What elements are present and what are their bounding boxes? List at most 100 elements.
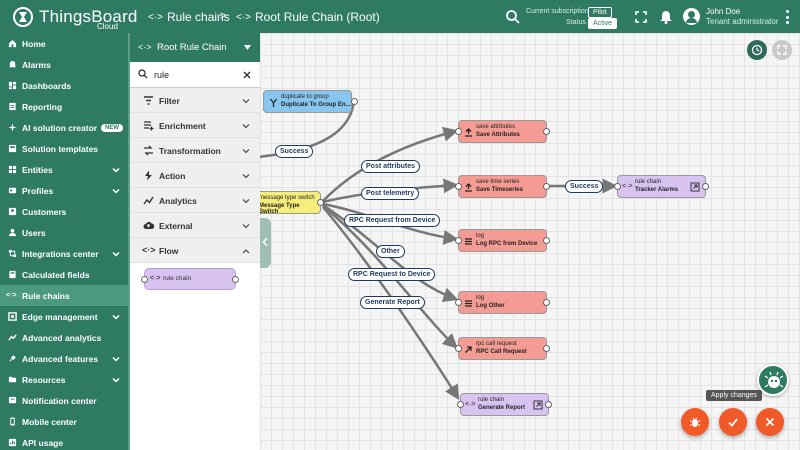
chevron-down-icon <box>242 149 250 154</box>
sidebar-item-api-usage[interactable]: API usage <box>0 432 128 450</box>
edge-label-success[interactable]: Success <box>275 145 314 158</box>
library-search-field[interactable]: rule <box>130 62 260 88</box>
version-history-button[interactable] <box>747 40 767 60</box>
open-in-new-icon[interactable] <box>533 400 543 410</box>
category-analytics[interactable]: Analytics <box>130 188 260 213</box>
sidebar-item-notification-center[interactable]: Notification center <box>0 390 128 411</box>
node-log-other[interactable]: log Log Other <box>455 291 550 314</box>
brand-sub: Cloud <box>97 22 118 31</box>
edge-label-other[interactable]: Other <box>376 245 405 258</box>
dropdown-arrow-icon[interactable] <box>244 45 251 50</box>
sidebar-item-edge-management[interactable]: Edge management <box>0 306 128 327</box>
canvas-fullscreen-button[interactable] <box>772 40 792 60</box>
clear-icon[interactable] <box>243 71 251 79</box>
sidebar-item-dashboards[interactable]: Dashboards <box>0 75 128 96</box>
sidebar-item-calculated-fields[interactable]: Calculated fields <box>0 264 128 285</box>
sidebar-item-rule-chains[interactable]: <·> Rule chains <box>0 285 128 306</box>
category-action[interactable]: Action <box>130 163 260 188</box>
output-handle[interactable] <box>543 345 550 352</box>
category-external[interactable]: External <box>130 213 260 238</box>
output-handle[interactable] <box>543 128 550 135</box>
debug-mode-button[interactable] <box>681 408 709 436</box>
apply-changes-button[interactable] <box>719 408 747 436</box>
chevron-down-icon <box>242 99 250 104</box>
sidebar-item-mobile-center[interactable]: Mobile center <box>0 411 128 432</box>
rule-chain-canvas[interactable]: duplicate to group Duplicate To Group En… <box>260 33 800 450</box>
category-flow[interactable]: <·> Flow <box>130 238 260 263</box>
sidebar-item-customers[interactable]: Customers <box>0 201 128 222</box>
sidebar-scrollbar[interactable] <box>128 33 130 450</box>
input-handle[interactable] <box>455 183 462 190</box>
category-label: Analytics <box>159 196 197 206</box>
output-handle[interactable] <box>543 183 550 190</box>
sidebar-item-home[interactable]: Home <box>0 33 128 54</box>
node-save-attributes[interactable]: save attributes Save Attributes <box>455 120 550 143</box>
chevron-down-icon <box>112 251 120 257</box>
category-enrichment[interactable]: Enrichment <box>130 113 260 138</box>
node-save-timeseries[interactable]: save time series Save Timeseries <box>455 175 550 198</box>
check-icon <box>728 418 738 427</box>
output-handle[interactable] <box>543 237 550 244</box>
category-label: Flow <box>159 246 179 256</box>
decline-changes-button[interactable] <box>756 408 784 436</box>
sidebar-item-ai-solution-creator[interactable]: AI solution creator NEW <box>0 117 128 138</box>
output-handle[interactable] <box>702 183 709 190</box>
sidebar-item-integrations-center[interactable]: Integrations center <box>0 243 128 264</box>
top-bar: ThingsBoard Cloud <·> Rule chains > <·> … <box>0 0 800 33</box>
input-handle[interactable] <box>614 183 621 190</box>
sidebar-item-advanced-features[interactable]: Advanced features <box>0 348 128 369</box>
library-header[interactable]: <·> Root Rule Chain <box>130 33 260 62</box>
user-avatar-icon[interactable] <box>683 8 700 25</box>
edge-label-rpc-to-device[interactable]: RPC Request to Device <box>348 268 436 281</box>
node-message-type-switch[interactable]: message type switch Message Type Switch <box>260 191 324 215</box>
edge-label-generate-report[interactable]: Generate Report <box>360 296 425 309</box>
category-transformation[interactable]: Transformation <box>130 138 260 163</box>
output-handle[interactable] <box>543 299 550 306</box>
output-handle[interactable] <box>545 401 552 408</box>
more-vert-icon[interactable] <box>786 10 790 24</box>
category-label: Filter <box>159 96 180 106</box>
edge-label-post-telemetry[interactable]: Post telemetry <box>361 187 420 200</box>
node-rpc-call-request[interactable]: rpc call request RPC Call Request <box>455 337 550 360</box>
category-filter[interactable]: Filter <box>130 88 260 113</box>
node-tracker-alarms[interactable]: <·> rule chain Tracker Alarms <box>614 175 709 198</box>
breadcrumb-rule-chains[interactable]: <·> Rule chains <box>148 10 230 24</box>
node-type: rpc call request <box>476 341 517 347</box>
input-handle[interactable] <box>455 299 462 306</box>
sidebar-item-resources[interactable]: Resources <box>0 369 128 390</box>
edge-post-attributes <box>322 126 459 202</box>
breadcrumb-separator: > <box>220 10 227 22</box>
search-query[interactable]: rule <box>154 70 170 80</box>
sidebar-item-profiles[interactable]: Profiles <box>0 180 128 201</box>
sidebar-item-reporting[interactable]: Reporting <box>0 96 128 117</box>
input-handle[interactable] <box>141 276 148 283</box>
open-in-new-icon[interactable] <box>690 182 700 192</box>
search-icon[interactable] <box>505 9 521 25</box>
output-handle[interactable] <box>232 276 239 283</box>
output-handle[interactable] <box>317 199 324 206</box>
input-handle[interactable] <box>455 345 462 352</box>
sidebar-item-alarms[interactable]: Alarms <box>0 54 128 75</box>
node-duplicate-to-group[interactable]: duplicate to group Duplicate To Group En… <box>263 90 358 113</box>
sidebar-item-label: Edge management <box>22 311 98 322</box>
edge-label-rpc-from-device[interactable]: RPC Request from Device <box>344 214 441 227</box>
input-handle[interactable] <box>455 128 462 135</box>
library-node-rule-chain[interactable]: <·> rule chain <box>141 268 239 290</box>
debug-assistant-button[interactable] <box>757 364 789 396</box>
input-handle[interactable] <box>457 401 464 408</box>
sidebar-item-solution-templates[interactable]: Solution templates <box>0 138 128 159</box>
sidebar-item-users[interactable]: Users <box>0 222 128 243</box>
history-icon <box>751 44 763 56</box>
collapse-library-tab[interactable] <box>260 218 271 268</box>
sidebar-item-entities[interactable]: Entities <box>0 159 128 180</box>
notifications-bell-icon[interactable] <box>658 9 674 25</box>
sidebar-item-advanced-analytics[interactable]: Advanced analytics <box>0 327 128 348</box>
fullscreen-icon[interactable] <box>633 9 649 25</box>
output-handle[interactable] <box>351 98 358 105</box>
node-name: Save Timeseries <box>476 187 523 193</box>
edge-label-success[interactable]: Success <box>565 180 604 193</box>
node-log-rpc-from-device[interactable]: log Log RPC from Device <box>455 229 550 252</box>
edge-label-post-attributes[interactable]: Post attributes <box>361 160 421 173</box>
node-generate-report[interactable]: <·> rule chain Generate Report <box>457 393 552 416</box>
input-handle[interactable] <box>455 237 462 244</box>
